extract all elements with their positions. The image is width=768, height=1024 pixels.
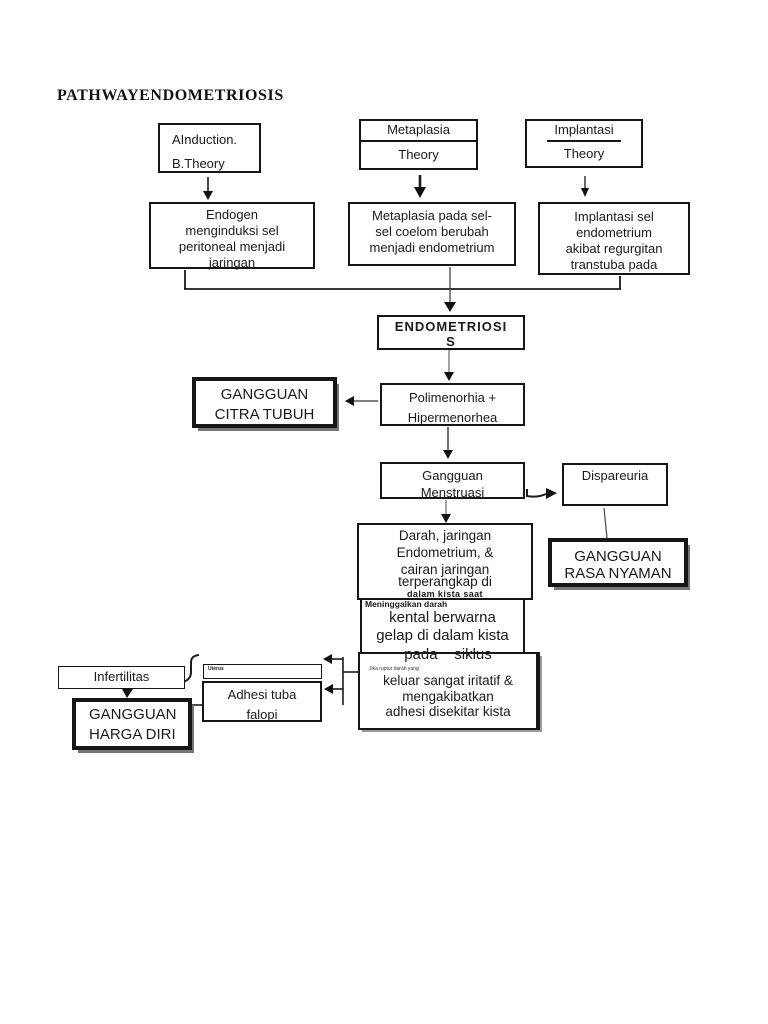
darah-small-text: dalam kista saat	[407, 589, 483, 599]
node-polimenorhia: Polimenorhia + Hipermenorhea	[380, 383, 525, 426]
keluar-main-text: keluar sangat iritatif & mengakibatkan a…	[383, 673, 513, 719]
meninggalkan-small-text: Meninggalkan darah	[365, 599, 448, 609]
endometriosis-label: ENDOMETRIOSI S	[394, 319, 508, 349]
gangguan-citra-tubuh-text: GANGGUAN CITRA TUBUH	[214, 386, 315, 423]
node-darah-jaringan: Darah, jaringan Endometrium, & cairan ja…	[357, 523, 533, 600]
arrow-to-endometriosis	[444, 267, 456, 312]
gangguan-harga-diri-text: GANGGUAN HARGA DIRI	[89, 706, 177, 743]
node-keluar-iritatif: pada siklus Jika ruptur darah yang kelua…	[358, 647, 540, 730]
node-adhesi-tuba: Adhesi tuba falopi	[202, 681, 322, 722]
node-gangguan-rasa-nyaman: GANGGUAN RASA NYAMAN	[548, 538, 688, 587]
adhesi-tuba-text: Adhesi tuba falopi	[227, 687, 297, 722]
node-theory-metaplasia: Metaplasia Theory	[359, 119, 478, 170]
node-mech-metaplasia: Metaplasia pada sel- sel coelom berubah …	[348, 202, 516, 266]
arrow-to-uterus	[323, 654, 343, 664]
arrow-to-adhesi	[324, 684, 343, 694]
infertilitas-text: Infertilitas	[93, 669, 150, 684]
arrow-endometriosis-polimenorhia	[444, 350, 454, 381]
arrow-menstruasi-dispareuria	[526, 488, 557, 499]
theory-implantasi-bottom: Theory	[563, 146, 605, 161]
node-gangguan-menstruasi: Gangguan Menstruasi	[380, 462, 525, 500]
node-mech-endogen: Endogen menginduksi sel peritoneal menja…	[149, 202, 315, 270]
arrow-metaplasia-down	[414, 175, 426, 198]
theory-implantasi-top: Implantasi	[547, 121, 621, 142]
arrow-induction-down	[203, 177, 213, 200]
uterus-small-text: Uterus	[208, 666, 224, 672]
gangguan-menstruasi-text: Gangguan Menstruasi	[420, 468, 485, 500]
node-gangguan-citra-tubuh: GANGGUAN CITRA TUBUH	[192, 377, 337, 428]
kental-main-text: kental berwarna gelap di dalam kista	[376, 609, 509, 644]
theory-metaplasia-top: Metaplasia	[361, 121, 476, 142]
node-theory-induction: AInduction. B.Theory	[158, 123, 261, 173]
dispareuria-text: Dispareuria	[581, 468, 649, 483]
arrow-menstruasi-darah	[441, 500, 451, 523]
node-endometriosis: ENDOMETRIOSI S	[377, 315, 525, 350]
theory-induction-line-b: B.Theory	[172, 156, 225, 171]
polimenorhia-text: Polimenorhia + Hipermenorhea	[407, 390, 498, 425]
node-dispareuria: Dispareuria	[562, 463, 668, 506]
gangguan-rasa-nyaman-text: GANGGUAN RASA NYAMAN	[564, 548, 672, 582]
mech-endogen-text: Endogen menginduksi sel peritoneal menja…	[178, 207, 286, 270]
darah-main-text: Darah, jaringan Endometrium, & cairan ja…	[396, 528, 494, 577]
node-theory-implantasi: Implantasi Theory	[525, 119, 643, 168]
mech-metaplasia-text: Metaplasia pada sel- sel coelom berubah …	[369, 208, 495, 255]
jika-small-text: Jika ruptur darah yang	[369, 666, 419, 672]
pada-siklus-text: pada siklus	[404, 646, 492, 663]
arrow-infertilitas-hargadiri	[122, 689, 133, 698]
theory-metaplasia-bottom: Theory	[398, 147, 439, 162]
arrow-implantasi-down	[581, 176, 589, 197]
mech-implantasi-text: Implantasi sel endometrium akibat regurg…	[565, 209, 663, 272]
node-mech-implantasi: Implantasi sel endometrium akibat regurg…	[538, 202, 690, 275]
node-infertilitas: Infertilitas	[58, 666, 185, 689]
darah-sub-text: terperangkap di	[398, 574, 492, 589]
connector-dispareuria-rasanyaman	[603, 507, 608, 539]
arrow-polimenorhia-citra	[345, 396, 378, 406]
node-gangguan-harga-diri: GANGGUAN HARGA DIRI	[72, 698, 192, 750]
arrow-polimenorhia-menstruasi	[443, 427, 453, 459]
node-uterus: Uterus	[203, 664, 322, 679]
page-title: PATHWAYENDOMETRIOSIS	[57, 87, 284, 104]
theory-induction-line-a: AInduction.	[172, 132, 238, 147]
node-kental-berwarna: Meninggalkan darah kental berwarna gelap…	[360, 598, 525, 652]
